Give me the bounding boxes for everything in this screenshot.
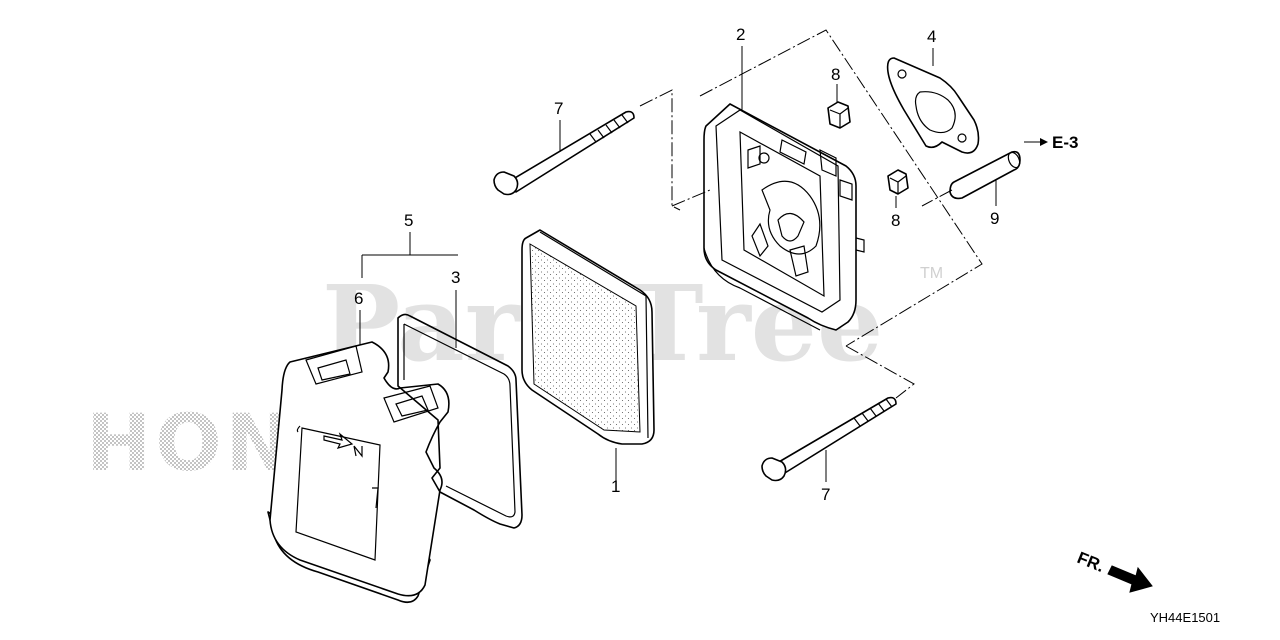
bolt-part-lower[interactable] bbox=[761, 396, 897, 482]
front-direction-label: FR. bbox=[1075, 548, 1108, 576]
callout-7-upper: 7 bbox=[554, 99, 563, 118]
callout-9: 9 bbox=[990, 209, 999, 228]
breather-tube-part[interactable] bbox=[949, 150, 1022, 200]
bolt-part-upper[interactable] bbox=[493, 110, 635, 196]
nut-part-lower[interactable] bbox=[887, 169, 909, 195]
filter-element-part[interactable] bbox=[521, 229, 655, 445]
assembly-lines bbox=[639, 29, 983, 399]
section-reference[interactable]: E-3 bbox=[1052, 133, 1078, 152]
callout-8-upper: 8 bbox=[831, 65, 840, 84]
callout-4: 4 bbox=[927, 27, 936, 46]
air-cleaner-cover-part[interactable] bbox=[267, 341, 450, 604]
trademark-mark: TM bbox=[920, 265, 943, 282]
callout-2: 2 bbox=[736, 25, 745, 44]
callout-6: 6 bbox=[354, 289, 363, 308]
air-cleaner-case-part[interactable] bbox=[703, 103, 865, 331]
leader-lines bbox=[359, 46, 1048, 485]
carburetor-gasket-part[interactable] bbox=[886, 57, 980, 154]
callout-8-lower: 8 bbox=[891, 211, 900, 230]
callout-3: 3 bbox=[451, 268, 460, 287]
front-direction-arrow-icon bbox=[1107, 565, 1153, 593]
callout-5: 5 bbox=[404, 211, 413, 230]
callout-1: 1 bbox=[611, 477, 620, 496]
callout-7-lower: 7 bbox=[821, 485, 830, 504]
front-direction-indicator: FR. bbox=[1075, 548, 1153, 593]
callout-labels: 1 2 3 4 5 6 7 7 8 8 9 bbox=[354, 25, 999, 504]
nut-part-upper[interactable] bbox=[827, 101, 851, 129]
diagram-code: YH44E1501 bbox=[1150, 610, 1220, 625]
gasket-part[interactable] bbox=[397, 313, 523, 529]
